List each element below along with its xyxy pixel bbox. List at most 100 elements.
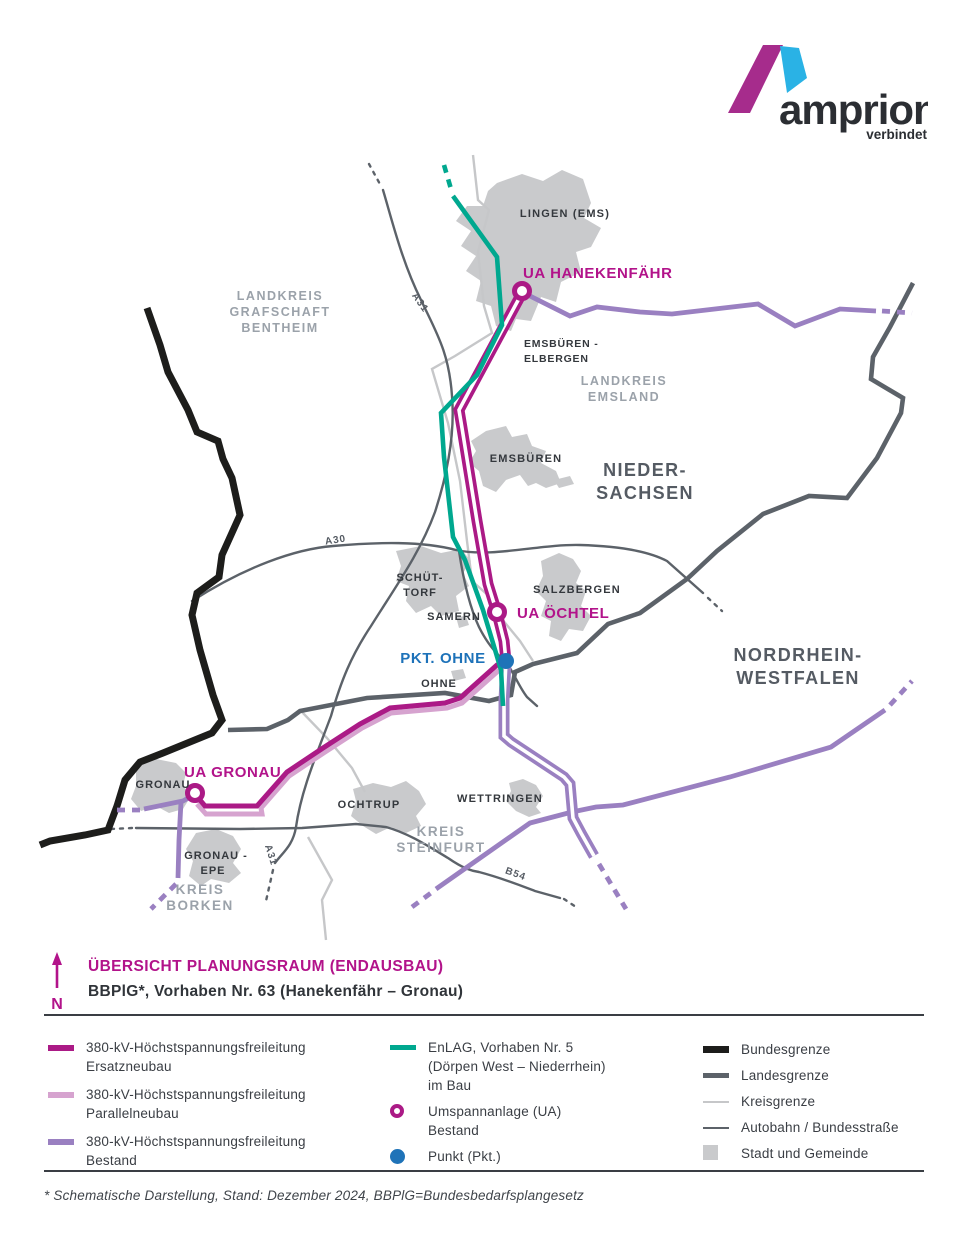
city-shape-gronau xyxy=(131,759,191,813)
bestand-lines xyxy=(117,290,914,911)
logo-a-right-icon xyxy=(780,46,807,93)
legend-item-landesgrenze: Landesgrenze xyxy=(703,1066,938,1085)
legend-item-stadt: Stadt und Gemeinde xyxy=(703,1144,938,1163)
label-lingen: LINGEN (EMS) xyxy=(520,208,610,220)
label-samern: SAMERN xyxy=(427,611,481,623)
city-shape-ochtrup xyxy=(351,781,426,834)
legend-label: Autobahn / Bundesstraße xyxy=(741,1120,899,1135)
map-canvas: LINGEN (EMS) UA HANEKENFÄHR EMSBÜREN - E… xyxy=(38,154,916,941)
umspannanlage-ring-icon xyxy=(390,1104,404,1118)
amprion-logo: amprion verbindet xyxy=(728,45,928,142)
parallelneubau-line xyxy=(195,665,505,817)
page-title: ÜBERSICHT PLANUNGSRAUM (ENDAUSBAU) xyxy=(88,958,444,975)
bestand-line-south-dash xyxy=(596,862,629,911)
map-labels: LINGEN (EMS) UA HANEKENFÄHR EMSBÜREN - E… xyxy=(136,208,863,913)
ua-oechtel-marker xyxy=(487,602,507,622)
kreisgrenze-line-borken-south xyxy=(306,836,334,941)
legend-label: 380-kV-Höchstspannungsfreileitung xyxy=(86,1134,306,1149)
legend-label: (Dörpen West – Niederrhein) xyxy=(428,1059,606,1074)
legend-label: Bestand xyxy=(86,1153,137,1168)
bestand-line-hanekenfaehr-east xyxy=(522,290,877,329)
bundesgrenze-line-swatch xyxy=(703,1046,729,1053)
label-ua-oechtel: UA ÖCHTEL xyxy=(517,605,609,622)
label-emsbueren-elbergen-2: ELBERGEN xyxy=(524,353,589,365)
north-label: N xyxy=(51,996,63,1013)
city-shape-emsbueren xyxy=(469,426,561,492)
legend-label: Bundesgrenze xyxy=(741,1042,831,1057)
label-salzbergen: SALZBERGEN xyxy=(533,584,621,596)
label-gronau-epe-2: EPE xyxy=(200,865,225,877)
legend-item-autobahn: Autobahn / Bundesstraße xyxy=(703,1118,938,1137)
label-ohne: OHNE xyxy=(421,678,457,690)
city-shape-lingen xyxy=(456,170,601,331)
bundesgrenze-line xyxy=(38,306,244,849)
divider-bottom xyxy=(44,1170,924,1172)
bestand-line-east-dash xyxy=(881,308,913,316)
legend-label: Punkt (Pkt.) xyxy=(428,1149,501,1164)
city-shape-ohne xyxy=(451,669,466,681)
label-bentheim-1: LANDKREIS xyxy=(237,289,323,303)
a31-road-north xyxy=(273,188,454,865)
legend-label: im Bau xyxy=(428,1078,472,1093)
enlag-line-swatch xyxy=(390,1045,416,1050)
kreisgrenze-line-borken-north xyxy=(301,711,367,793)
label-borken-1: KREIS xyxy=(176,882,225,897)
pkt-ohne-marker xyxy=(498,653,514,669)
ua-hanekenfaehr-marker xyxy=(512,281,532,301)
label-emsland-1: LANDKREIS xyxy=(581,374,667,388)
label-nrw-1: NORDRHEIN- xyxy=(734,645,863,665)
ersatzneubau-line-southwest xyxy=(193,658,508,809)
b54-road-dash-east xyxy=(562,897,578,909)
label-ua-gronau: UA GRONAU xyxy=(184,764,281,781)
enlag-line xyxy=(438,194,506,707)
b54-road xyxy=(134,822,562,900)
north-arrow-icon xyxy=(52,952,62,988)
bestand-line-diagonal-dash-ne xyxy=(888,679,914,707)
legend-label: Parallelneubau xyxy=(86,1106,179,1121)
ersatzneubau-line-corridor-gap xyxy=(457,292,524,662)
legend-item-enlag: EnLAG, Vorhaben Nr. 5 (Dörpen West – Nied… xyxy=(390,1038,695,1095)
legend-column-borders: Bundesgrenze Landesgrenze Kreisgrenze Au… xyxy=(703,1040,938,1170)
landesgrenze-line-swatch xyxy=(703,1073,729,1078)
legend-item-kreisgrenze: Kreisgrenze xyxy=(703,1092,938,1111)
label-emsbueren-elbergen-1: EMSBÜREN - xyxy=(524,337,599,350)
label-pkt-ohne: PKT. OHNE xyxy=(400,650,485,667)
label-a31-south: A31 xyxy=(262,843,279,867)
parallelneubau-line-swatch xyxy=(48,1092,74,1098)
legend-label: Stadt und Gemeinde xyxy=(741,1146,869,1161)
label-a30: A30 xyxy=(324,533,347,547)
city-shape-samern xyxy=(456,616,469,628)
label-ochtrup: OCHTRUP xyxy=(338,799,401,811)
enlag-line-dash xyxy=(441,164,454,190)
label-steinfurt-2: STEINFURT xyxy=(396,840,485,855)
legend-label: EnLAG, Vorhaben Nr. 5 xyxy=(428,1040,574,1055)
legend-column-symbols: EnLAG, Vorhaben Nr. 5 (Dörpen West – Nied… xyxy=(390,1038,695,1173)
label-bentheim-3: BENTHEIM xyxy=(241,321,318,335)
label-bentheim-2: GRAFSCHAFT xyxy=(229,305,330,319)
legend-item-umspannanlage: Umspannanlage (UA)Bestand xyxy=(390,1102,695,1140)
label-niedersachsen-1: NIEDER- xyxy=(603,460,687,480)
legend-item-punkt: Punkt (Pkt.) xyxy=(390,1147,695,1166)
landesgrenze-line xyxy=(227,281,916,733)
legend-item-bundesgrenze: Bundesgrenze xyxy=(703,1040,938,1059)
a31-road-dash-bottom xyxy=(264,868,275,903)
footnote: * Schematische Darstellung, Stand: Dezem… xyxy=(44,1188,584,1203)
label-emsland-2: EMSLAND xyxy=(588,390,660,404)
city-shape-gronau-epe xyxy=(186,829,241,886)
legend-label: 380-kV-Höchstspannungsfreileitung xyxy=(86,1040,306,1055)
divider-top xyxy=(44,1014,924,1016)
label-gronau-epe-1: GRONAU - xyxy=(184,850,248,862)
bestand-line-diagonal xyxy=(434,708,887,891)
title-texts: ÜBERSICHT PLANUNGSRAUM (ENDAUSBAU) BBPlG… xyxy=(88,952,463,1014)
ua-gronau-marker xyxy=(185,783,205,803)
city-shapes xyxy=(131,170,601,886)
legend-label: Bestand xyxy=(428,1123,479,1138)
label-schuettorf-2: TORF xyxy=(403,587,437,599)
bestand-line-south-double-gap xyxy=(502,661,596,857)
page-subtitle: BBPlG*, Vorhaben Nr. 63 (Hanekenfähr – G… xyxy=(88,983,464,1000)
city-shape-emsbueren-tail xyxy=(554,476,574,488)
